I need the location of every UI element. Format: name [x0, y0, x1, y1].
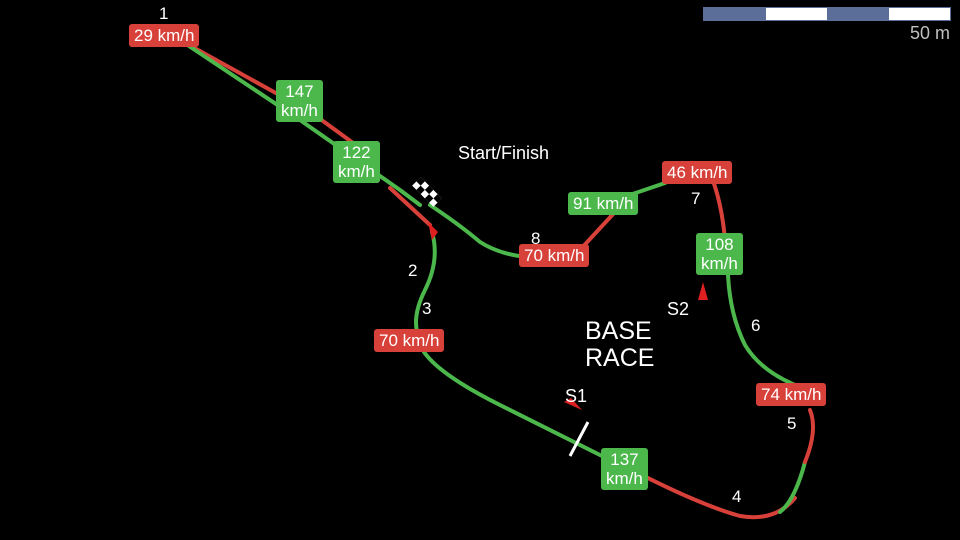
speed-label: 70 km/h — [374, 329, 445, 352]
speed-label: 108 km/h — [696, 233, 743, 275]
speed-label: 46 km/h — [662, 161, 733, 184]
scale-label: 50 m — [909, 23, 950, 43]
corner-number: 6 — [751, 316, 761, 335]
start-finish-label: Start/Finish — [458, 143, 550, 163]
track-segment-accel-1 — [178, 38, 422, 207]
corner-number: 7 — [691, 189, 701, 208]
speed-label: 91 km/h — [568, 192, 639, 215]
sector-marker-s2 — [698, 282, 708, 300]
speed-label: 29 km/h — [129, 24, 200, 47]
track-segment-accel-3 — [414, 230, 437, 342]
corner-number: 3 — [422, 299, 432, 318]
speed-label: 74 km/h — [756, 383, 827, 406]
track-title: BASE RACE — [585, 317, 655, 372]
sector-label-s1: S1 — [565, 386, 588, 406]
sector-line-s1 — [568, 421, 590, 457]
corner-number: 1 — [159, 4, 169, 23]
sector-label-s2: S2 — [667, 299, 690, 319]
corner-number: 5 — [787, 414, 797, 433]
corner-number: 2 — [408, 261, 418, 280]
track-segment-braking-2 — [388, 186, 432, 227]
speed-label: 137 km/h — [601, 448, 648, 490]
sector-marker-s1 — [564, 398, 582, 410]
scale-bar-segment — [765, 8, 827, 20]
track-segment-accel-6 — [724, 253, 797, 387]
corner-number: 4 — [732, 487, 742, 506]
speed-label: 147 km/h — [276, 80, 323, 122]
scale-bar-segment — [704, 8, 766, 20]
track-segment-accel-4 — [422, 350, 634, 472]
track-segment-braking-5 — [803, 408, 816, 464]
scale-bar — [703, 7, 951, 21]
scale-bar-segment — [888, 8, 950, 20]
corner-number: 8 — [531, 229, 541, 248]
scale-bar-segment — [827, 8, 889, 20]
start-direction-marker — [428, 222, 438, 240]
speed-label: 70 km/h — [519, 244, 590, 267]
speed-label: 122 km/h — [333, 141, 380, 183]
track-segment-braking-4 — [630, 468, 797, 520]
track-segment-accel-5 — [778, 460, 807, 514]
